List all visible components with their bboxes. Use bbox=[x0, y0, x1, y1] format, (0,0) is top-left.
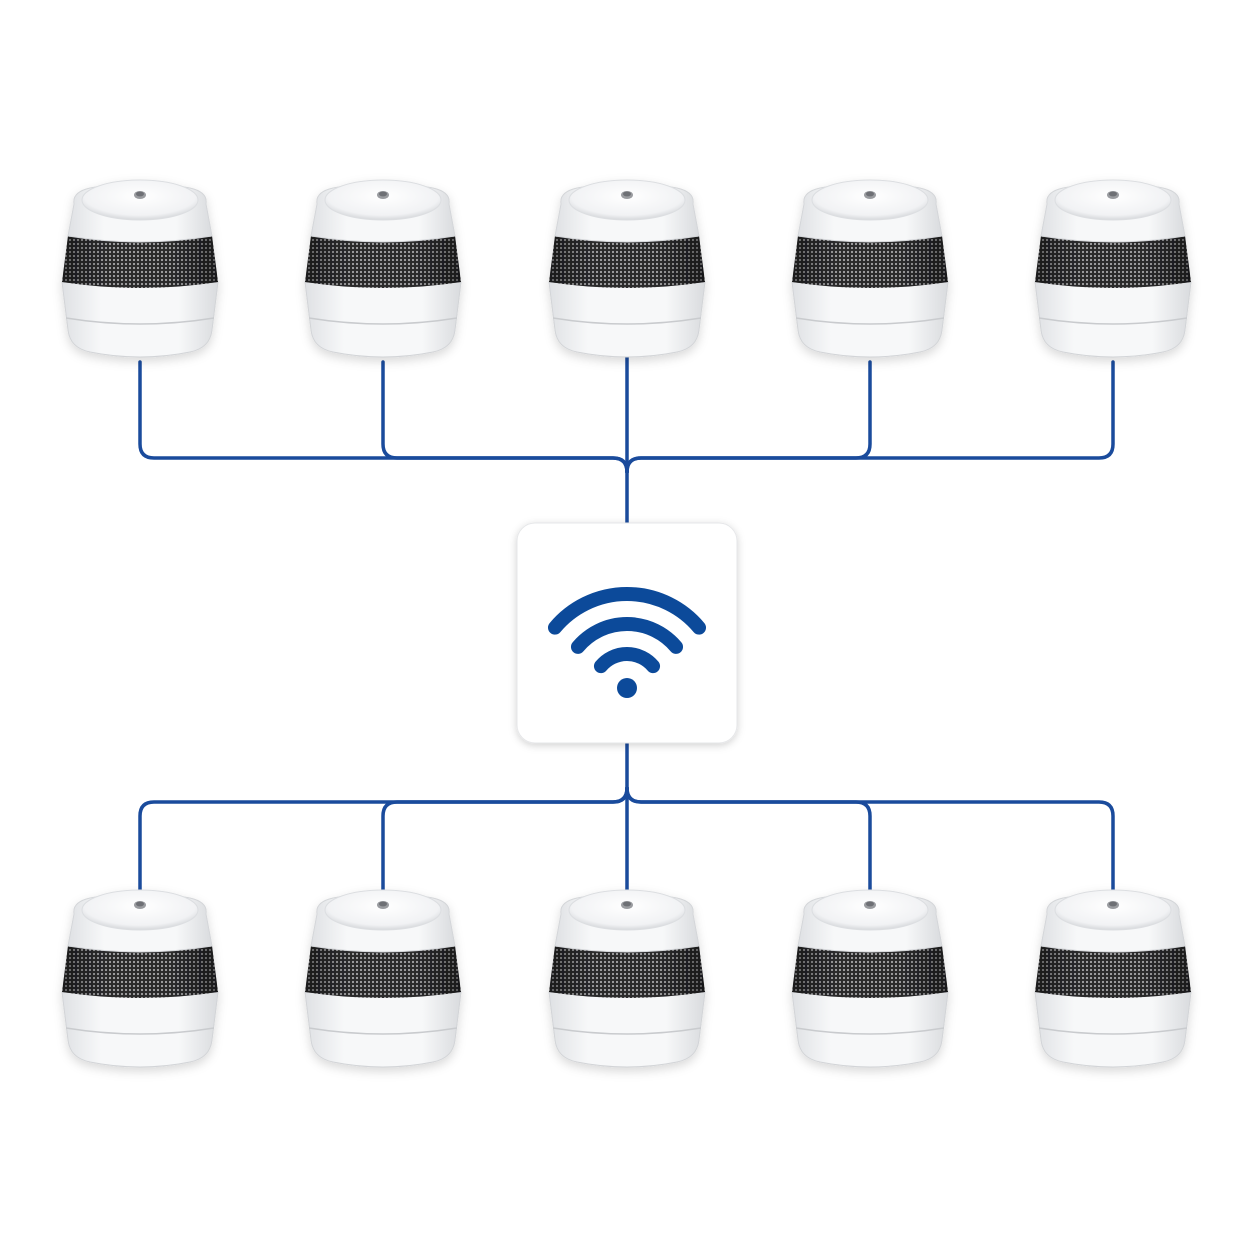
smoke-detector-top-3 bbox=[548, 179, 706, 358]
smoke-detector-top-5 bbox=[1034, 179, 1192, 358]
smoke-detector-top-2 bbox=[304, 179, 462, 358]
wifi-arc-1 bbox=[593, 647, 661, 674]
wifi-icon bbox=[547, 587, 707, 698]
wifi-arc-3 bbox=[547, 587, 707, 635]
wifi-dot bbox=[617, 678, 637, 698]
smoke-detector-bottom-5 bbox=[1034, 889, 1192, 1068]
connector-top-5 bbox=[625, 360, 1115, 474]
connector-top-4 bbox=[625, 360, 872, 474]
connector-bottom-5 bbox=[625, 786, 1115, 895]
smoke-detector-bottom-4 bbox=[791, 889, 949, 1068]
connector-top-2 bbox=[381, 360, 629, 474]
connector-lines bbox=[138, 353, 1115, 895]
smoke-detector-top-4 bbox=[791, 179, 949, 358]
detector-row-bottom bbox=[61, 889, 1192, 1068]
smoke-detector-bottom-3 bbox=[548, 889, 706, 1068]
wifi-hub bbox=[516, 522, 738, 744]
wifi-arc-2 bbox=[570, 617, 684, 654]
connector-bottom-2 bbox=[381, 786, 629, 895]
smoke-detector-top-1 bbox=[61, 179, 219, 358]
smoke-detector-bottom-1 bbox=[61, 889, 219, 1068]
detector-row-top bbox=[61, 179, 1192, 358]
smoke-detector-bottom-2 bbox=[304, 889, 462, 1068]
